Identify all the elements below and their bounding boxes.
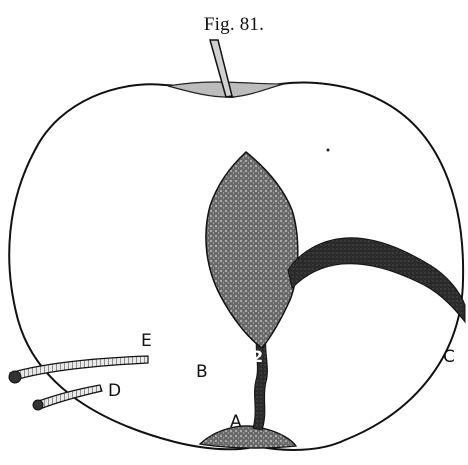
label-b: B	[196, 362, 208, 382]
label-a: A	[230, 412, 242, 432]
label-d: D	[108, 381, 121, 401]
label-c: C	[443, 347, 455, 367]
label-e: E	[141, 331, 152, 351]
entry-hole-e	[9, 371, 21, 383]
skin-speck	[327, 149, 330, 152]
label-core-2: 2	[252, 347, 263, 366]
entry-hole-d	[33, 400, 43, 410]
